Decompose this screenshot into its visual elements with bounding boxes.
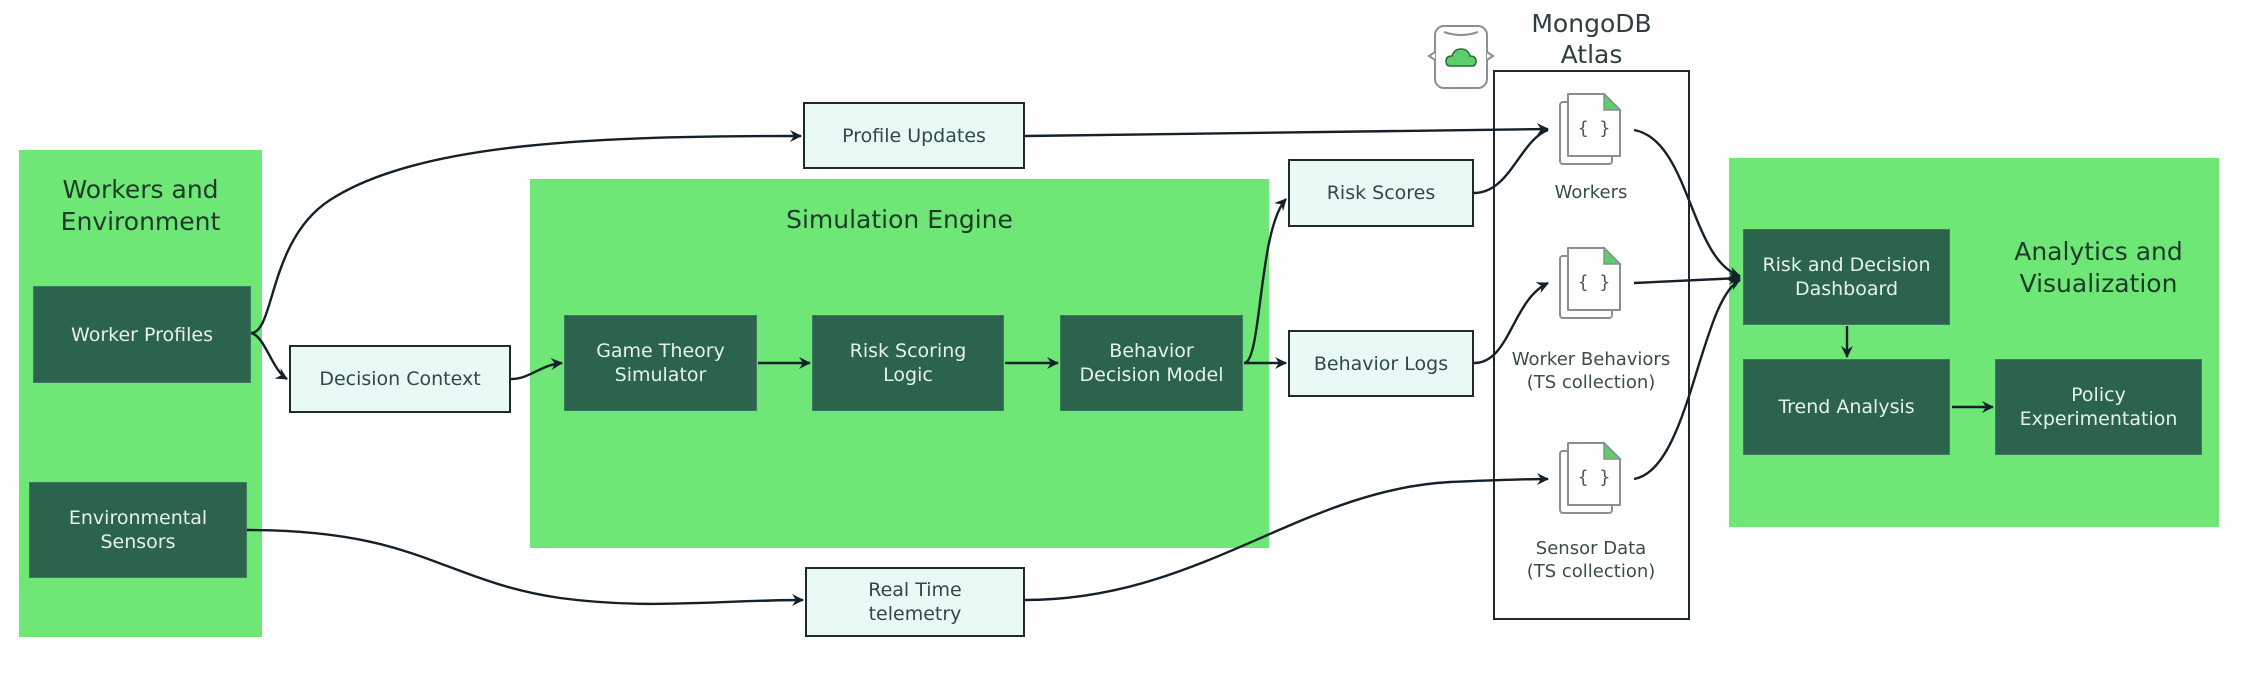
workers-collection-icon[interactable]: { } [1558, 92, 1622, 166]
worker-profiles-node[interactable]: Worker Profiles [33, 286, 251, 383]
analytics-visualization-panel [1729, 158, 2219, 527]
svg-text:{ }: { } [1578, 467, 1611, 488]
risk-scoring-logic-node[interactable]: Risk Scoring Logic [812, 315, 1004, 411]
workers-collection-label: Workers [1554, 182, 1628, 203]
simulation-engine-title: Simulation Engine [786, 205, 1013, 234]
game-theory-simulator-node[interactable]: Game Theory Simulator [564, 315, 757, 411]
decision-context-node[interactable]: Decision Context [289, 345, 511, 413]
behavior-decision-model-node[interactable]: Behavior Decision Model [1060, 315, 1243, 411]
sensor-data-collection-label: Sensor Data (TS collection) [1526, 538, 1656, 582]
environmental-sensors-node[interactable]: Environmental Sensors [29, 482, 247, 578]
svg-text:{ }: { } [1578, 118, 1611, 139]
trend-analysis-node[interactable]: Trend Analysis [1743, 359, 1950, 455]
mongodb-atlas-title: MongoDB Atlas [1531, 9, 1652, 69]
worker-behaviors-collection-label: Worker Behaviors (TS collection) [1511, 349, 1671, 393]
profile-updates-node[interactable]: Profile Updates [803, 102, 1025, 169]
sensor-data-collection-icon[interactable]: { } [1558, 441, 1622, 515]
worker-behaviors-collection-icon[interactable]: { } [1558, 246, 1622, 320]
svg-text:{ }: { } [1578, 272, 1611, 293]
analytics-visualization-title: Analytics and Visualization [2014, 237, 2183, 298]
real-time-telemetry-node[interactable]: Real Time telemetry [805, 567, 1025, 637]
risk-decision-dashboard-node[interactable]: Risk and Decision Dashboard [1743, 229, 1950, 325]
atlas-cloud-database-icon [1427, 25, 1495, 89]
workers-environment-title: Workers and Environment [60, 175, 221, 236]
behavior-logs-node[interactable]: Behavior Logs [1288, 330, 1474, 397]
edge-profile-updates-to-workers [1024, 123, 1549, 138]
policy-experimentation-node[interactable]: Policy Experimentation [1995, 359, 2202, 455]
risk-scores-node[interactable]: Risk Scores [1288, 159, 1474, 227]
